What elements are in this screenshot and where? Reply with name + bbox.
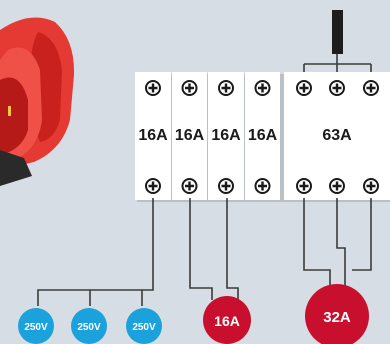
- screw-terminal-icon: [363, 178, 379, 194]
- socket-32a-label: 32A: [323, 309, 351, 326]
- screw-terminal-icon: [329, 178, 345, 194]
- breaker-1-rating: 16A: [138, 127, 168, 144]
- breaker-4-rating: 16A: [248, 127, 278, 144]
- socket-250v-2-label: 250V: [77, 322, 101, 333]
- socket-16a: 16A: [203, 296, 251, 344]
- screw-terminal-icon: [218, 178, 234, 194]
- breaker-panel: 16A 16A 16A 16A 63A: [135, 72, 390, 202]
- power-cable-icon: [332, 10, 343, 54]
- breaker-main-rating: 63A: [322, 127, 352, 144]
- socket-250v-1: 250V: [18, 308, 54, 344]
- screw-terminal-icon: [296, 80, 312, 96]
- socket-250v-2: 250V: [71, 308, 107, 344]
- red-socket-photo: [0, 0, 75, 186]
- screw-terminal-icon: [254, 80, 271, 96]
- screw-terminal-icon: [254, 178, 271, 194]
- socket-250v-3-label: 250V: [132, 322, 156, 333]
- output-wires: [37, 198, 372, 306]
- screw-terminal-icon: [145, 80, 161, 96]
- socket-250v-1-label: 250V: [24, 322, 48, 333]
- screw-terminal-icon: [296, 178, 312, 194]
- breaker-3-rating: 16A: [211, 127, 241, 144]
- socket-16a-label: 16A: [214, 313, 240, 329]
- screw-terminal-icon: [145, 178, 161, 194]
- screw-terminal-icon: [329, 80, 345, 96]
- screw-terminal-icon: [181, 80, 198, 96]
- socket-250v-3: 250V: [126, 308, 162, 344]
- screw-terminal-icon: [363, 80, 379, 96]
- breaker-2-rating: 16A: [175, 127, 205, 144]
- screw-terminal-icon: [181, 178, 198, 194]
- screw-terminal-icon: [218, 80, 234, 96]
- socket-32a: 32A: [305, 284, 369, 344]
